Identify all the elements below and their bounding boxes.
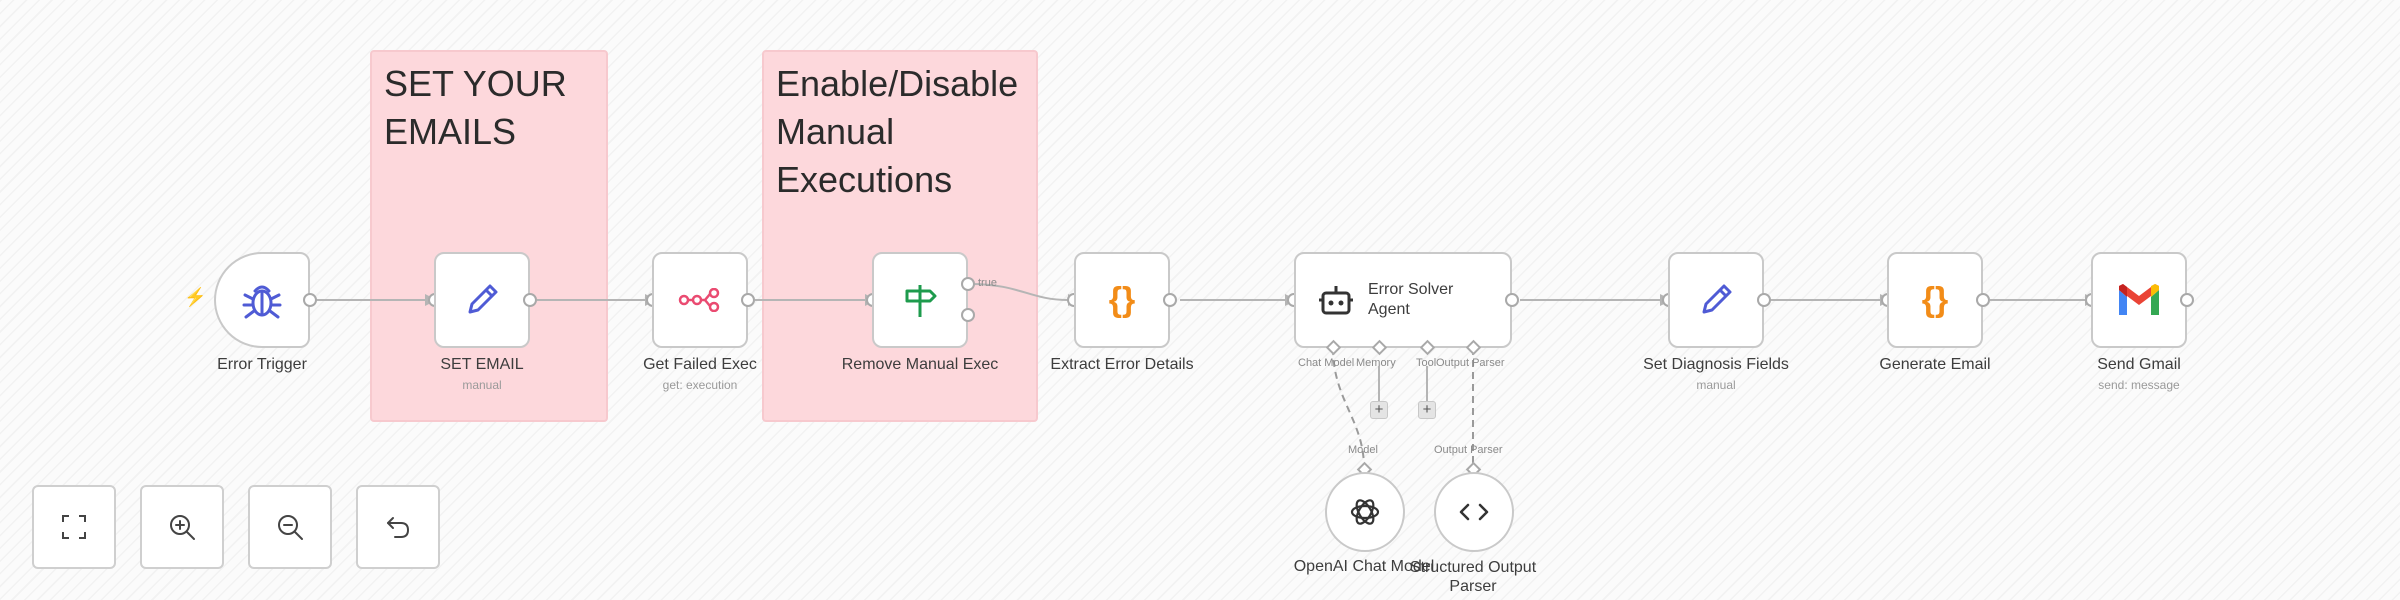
- output-label-true: true: [978, 277, 997, 289]
- node-error-solver-agent[interactable]: [1294, 252, 1512, 348]
- output-port[interactable]: [741, 293, 755, 307]
- code-angle-icon: [1459, 503, 1489, 521]
- reset-button[interactable]: [356, 485, 440, 569]
- add-tool-button[interactable]: +: [1418, 401, 1436, 419]
- port-label-tool: Tool: [1416, 357, 1437, 369]
- input-label-output-parser: Output Parser: [1434, 444, 1503, 456]
- node-label: Structured Output Parser: [1409, 559, 1537, 595]
- sticky-note-set-emails[interactable]: SET YOUR EMAILS: [370, 50, 608, 422]
- node-structured-output-parser[interactable]: [1434, 472, 1514, 552]
- zoom-in-button[interactable]: [140, 485, 224, 569]
- node-set-diagnosis-fields[interactable]: [1668, 252, 1764, 348]
- zoom-out-button[interactable]: [248, 485, 332, 569]
- output-port[interactable]: [1757, 293, 1771, 307]
- node-subtitle: send: message: [2098, 378, 2180, 392]
- output-port[interactable]: [1505, 293, 1519, 307]
- node-error-trigger[interactable]: [214, 252, 310, 348]
- openai-icon: [1350, 499, 1380, 525]
- node-label: Remove Manual Exec: [841, 356, 999, 373]
- n8n-logo-icon: [678, 288, 720, 312]
- port-label-memory: Memory: [1356, 357, 1396, 369]
- node-label: Send Gmail: [2097, 356, 2181, 373]
- node-label: Get Failed Exec: [643, 356, 757, 373]
- zoom-out-icon: [278, 515, 303, 540]
- output-port[interactable]: [523, 293, 537, 307]
- node-set-email[interactable]: [434, 252, 530, 348]
- node-label: Error Trigger: [217, 356, 307, 373]
- node-subtitle: get: execution: [662, 378, 738, 392]
- node-extract-error-details[interactable]: {}: [1074, 252, 1170, 348]
- node-title: Error Solver Agent: [1368, 281, 1454, 318]
- port-label-chat-model: Chat Model: [1298, 357, 1355, 369]
- node-remove-manual-exec[interactable]: [872, 252, 968, 348]
- wire: [1332, 347, 1365, 469]
- node-get-failed-exec[interactable]: [652, 252, 748, 348]
- pencil-icon: [1702, 284, 1732, 314]
- bug-icon: [242, 285, 282, 319]
- signpost-icon: [905, 285, 937, 317]
- output-port[interactable]: [1976, 293, 1990, 307]
- node-subtitle: manual: [462, 378, 502, 392]
- output-port[interactable]: [1163, 293, 1177, 307]
- code-braces-icon: {}: [1109, 281, 1135, 319]
- code-braces-icon: {}: [1922, 281, 1948, 319]
- sticky-note-manual-executions[interactable]: Enable/Disable Manual Executions: [762, 50, 1038, 422]
- sticky-note-text: Enable/Disable Manual Executions: [776, 63, 1019, 200]
- svg-text:{}: {}: [1109, 281, 1135, 319]
- lightning-icon: ⚡: [184, 287, 207, 307]
- node-label: Extract Error Details: [1050, 356, 1194, 373]
- node-label: Generate Email: [1879, 356, 1991, 373]
- sticky-note-text: SET YOUR EMAILS: [384, 63, 567, 152]
- input-label-model: Model: [1348, 444, 1378, 456]
- node-label: SET EMAIL: [440, 356, 524, 373]
- fit-view-icon: [62, 515, 86, 539]
- wire: [969, 283, 1069, 301]
- node-send-gmail[interactable]: [2091, 252, 2187, 348]
- output-port[interactable]: [2180, 293, 2194, 307]
- port-label-output-parser: Output Parser: [1436, 357, 1505, 369]
- svg-text:{}: {}: [1922, 281, 1948, 319]
- node-subtitle: manual: [1696, 378, 1736, 392]
- zoom-in-icon: [170, 515, 195, 540]
- add-memory-button[interactable]: +: [1370, 401, 1388, 419]
- node-generate-email[interactable]: {}: [1887, 252, 1983, 348]
- node-label: OpenAI Chat Model: [1293, 558, 1435, 575]
- undo-icon: [387, 517, 409, 538]
- robot-icon: [1319, 286, 1353, 315]
- node-openai-chat-model[interactable]: [1325, 472, 1405, 552]
- output-port-true[interactable]: [961, 277, 975, 291]
- node-label: Set Diagnosis Fields: [1643, 356, 1789, 373]
- gmail-icon: [2119, 284, 2159, 315]
- fit-view-button[interactable]: [32, 485, 116, 569]
- pencil-icon: [468, 284, 498, 314]
- output-port-false[interactable]: [961, 308, 975, 322]
- output-port[interactable]: [303, 293, 317, 307]
